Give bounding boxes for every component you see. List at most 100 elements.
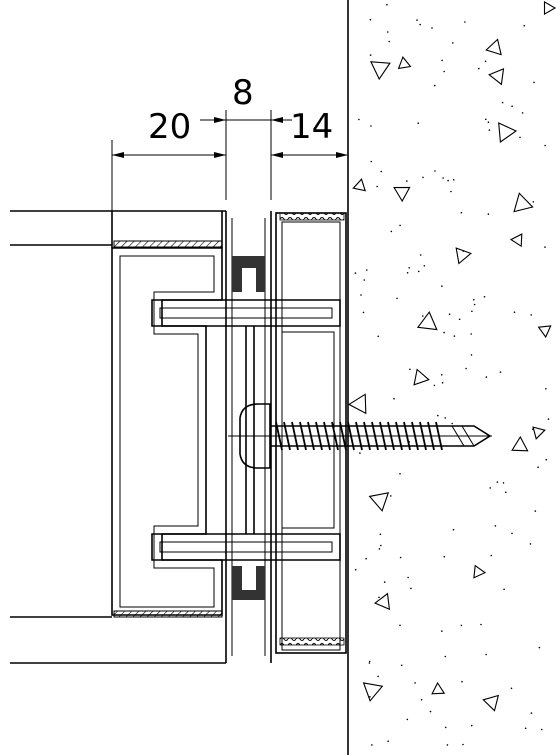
aggregate-dot	[400, 664, 403, 667]
aggregate-dot	[443, 555, 446, 558]
aggregate-dot	[544, 144, 546, 147]
thread-crest	[283, 421, 291, 451]
aggregate-dot	[406, 718, 409, 721]
aggregate-dot	[471, 310, 473, 313]
thread-crest	[363, 421, 371, 451]
screw-head	[239, 403, 271, 469]
arrow-head	[271, 117, 283, 123]
aggregate-stone	[537, 325, 552, 339]
aggregate-dot	[441, 59, 443, 62]
aggregate-dot	[370, 160, 373, 163]
aggregate-stone	[485, 38, 502, 56]
aggregate-dot	[390, 495, 392, 497]
aggregate-dot	[470, 354, 473, 356]
aggregate-dot	[513, 311, 516, 314]
thread-crest	[275, 421, 283, 451]
aggregate-dot	[409, 368, 411, 371]
aggregate-dot	[544, 246, 546, 248]
thread-crest	[299, 421, 307, 451]
aggregate-dot	[441, 630, 443, 632]
clip-upper-rail	[151, 299, 341, 327]
clip-upper-rail-inner	[159, 307, 333, 319]
thread-crest	[315, 421, 323, 451]
aggregate-stone	[513, 192, 534, 213]
aggregate-dot	[453, 335, 456, 337]
aggregate-dot	[501, 101, 504, 104]
arrow-head	[336, 152, 348, 158]
aggregate-stone	[509, 233, 523, 248]
aggregate-dot	[499, 371, 502, 373]
thread-crest	[355, 421, 363, 451]
aggregate-dot	[379, 533, 382, 536]
aggregate-dot	[443, 331, 445, 334]
aggregate-dot	[369, 696, 371, 698]
fixing-clip	[151, 299, 341, 561]
aggregate-dot	[447, 179, 449, 182]
thread-crest	[307, 421, 315, 451]
sealant-strip	[113, 240, 223, 248]
aggregate-stone	[416, 311, 438, 331]
aggregate-dot	[437, 414, 439, 417]
aggregate-dot	[441, 382, 444, 384]
aggregate-dot	[448, 313, 451, 316]
clip-lower-rail	[151, 533, 341, 561]
aggregate-stone	[374, 592, 391, 611]
aggregate-stone	[482, 694, 500, 712]
aggregate-dot	[530, 712, 533, 714]
aggregate-dot	[359, 452, 361, 454]
aggregate-dot	[530, 314, 532, 316]
aggregate-dot	[534, 510, 537, 512]
thread-crest	[347, 421, 355, 451]
thread-crest	[291, 421, 299, 451]
gasket-upper	[232, 256, 265, 292]
aggregate-dot	[532, 201, 535, 203]
aggregate-dot	[547, 418, 550, 420]
aggregate-dot	[460, 211, 463, 214]
thread-crest	[387, 421, 395, 451]
aggregate-dot	[433, 84, 436, 87]
aggregate-dot	[503, 588, 505, 591]
aggregate-dot	[485, 653, 487, 656]
screw-threads	[275, 421, 443, 451]
aggregate-dot	[470, 333, 473, 335]
aggregate-dot	[369, 54, 372, 56]
aggregate-dot	[366, 269, 368, 271]
aggregate-dot	[433, 384, 436, 387]
aggregate-dot	[480, 623, 482, 626]
aggregate-stone	[543, 0, 557, 16]
dimension-lines: 20 8 14	[111, 73, 348, 240]
aggregate-dot	[451, 422, 453, 425]
aggregate-dot	[443, 70, 445, 73]
aggregate-dot	[502, 482, 505, 484]
bracket-top-seal	[279, 212, 345, 221]
dimension-label-14: 14	[290, 107, 333, 147]
aggregate-dot	[458, 318, 461, 321]
drill-flute	[451, 425, 465, 447]
aggregate-dot	[354, 272, 357, 274]
aggregate-dot	[420, 699, 423, 701]
thread-crest	[339, 421, 347, 451]
joint-channel	[225, 211, 272, 663]
aggregate-dot	[368, 660, 371, 663]
thread-crest	[371, 421, 379, 451]
aggregate-dot	[417, 122, 420, 124]
aggregate-dot	[545, 458, 548, 461]
aggregate-dot	[537, 466, 539, 469]
aggregate-stone	[498, 122, 518, 143]
aggregate-stone	[347, 393, 367, 415]
aggregate-stone	[511, 435, 529, 452]
aggregate-dot	[363, 279, 366, 281]
aggregate-dot	[524, 727, 527, 730]
self-drilling-screw	[228, 403, 492, 469]
aggregate-stone	[473, 564, 487, 579]
aggregate-dot	[434, 170, 436, 172]
aggregate-dot	[452, 528, 455, 531]
aggregate-dot	[470, 724, 473, 727]
aggregate-dot	[462, 743, 464, 746]
aggregate-dot	[450, 190, 452, 193]
gasket-lower	[232, 566, 265, 600]
aggregate-dot	[370, 125, 372, 127]
arrow-head	[271, 152, 283, 158]
thread-crest	[403, 421, 411, 451]
